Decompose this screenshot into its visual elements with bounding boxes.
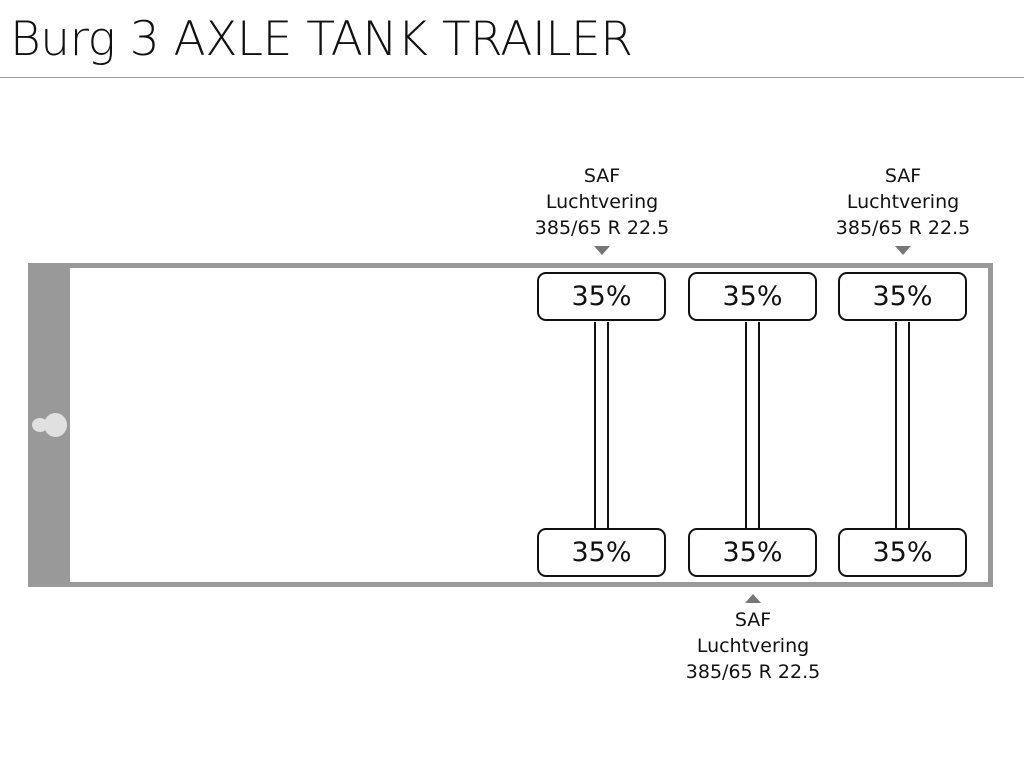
page-title: Burg 3 AXLE TANK TRAILER <box>10 12 633 67</box>
axle-brand: SAF <box>734 609 772 631</box>
axle-1-shaft <box>594 322 609 528</box>
axle-3-label: SAF Luchtvering 385/65 R 22.5 <box>803 163 1003 241</box>
kingpin-icon <box>44 413 67 437</box>
axle-3-left-tire: 35% <box>838 272 967 321</box>
axle-suspension: Luchtvering <box>846 191 960 213</box>
axle-3-right-tire: 35% <box>838 528 967 577</box>
axle-tire-size: 385/65 R 22.5 <box>685 661 821 683</box>
axle-suspension: Luchtvering <box>545 191 659 213</box>
arrow-down-icon <box>594 246 610 255</box>
axle-2-shaft <box>745 322 760 528</box>
axle-2-label: SAF Luchtvering 385/65 R 22.5 <box>653 607 853 685</box>
axle-2-right-tire: 35% <box>688 528 817 577</box>
axle-1-right-tire: 35% <box>537 528 666 577</box>
axle-1-left-tire: 35% <box>537 272 666 321</box>
title-divider <box>0 77 1024 78</box>
axle-3-shaft <box>895 322 910 528</box>
axle-brand: SAF <box>583 165 621 187</box>
axle-1-label: SAF Luchtvering 385/65 R 22.5 <box>502 163 702 241</box>
arrow-down-icon <box>895 246 911 255</box>
axle-tire-size: 385/65 R 22.5 <box>534 217 670 239</box>
trailer-outline <box>28 263 993 587</box>
axle-suspension: Luchtvering <box>696 635 810 657</box>
axle-brand: SAF <box>884 165 922 187</box>
axle-2-left-tire: 35% <box>688 272 817 321</box>
arrow-up-icon <box>745 594 761 603</box>
axle-tire-size: 385/65 R 22.5 <box>835 217 971 239</box>
